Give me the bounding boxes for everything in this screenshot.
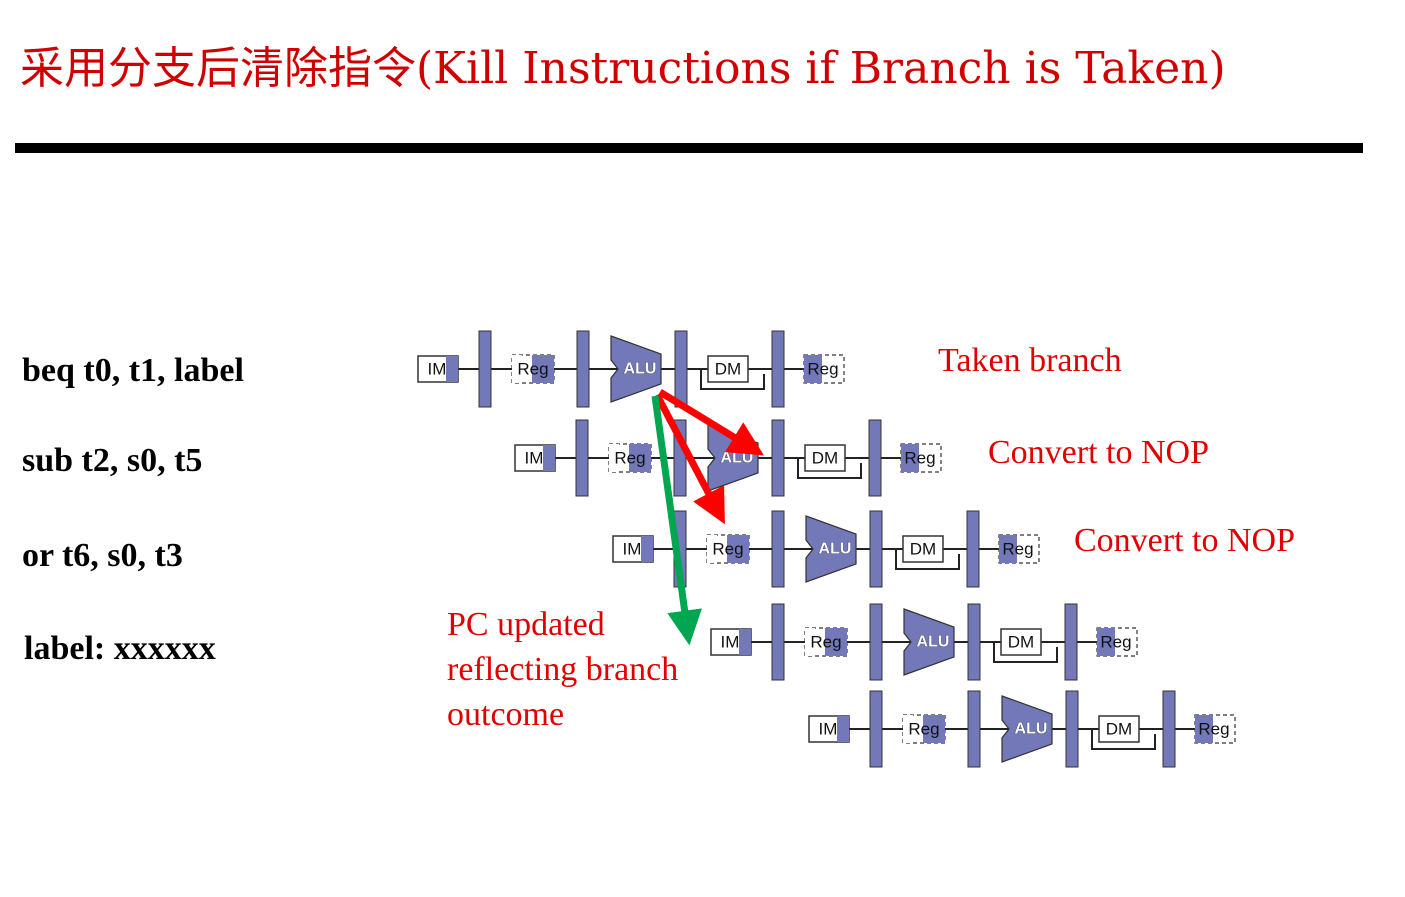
reg-read-left bbox=[609, 444, 619, 472]
reg-write-fill bbox=[1195, 715, 1213, 743]
alu-label: ALU bbox=[721, 450, 754, 467]
instruction-beq: beq t0, t1, label bbox=[22, 352, 244, 389]
alu-shape bbox=[805, 515, 857, 583]
pipeline-register bbox=[771, 603, 785, 681]
dm-box bbox=[1000, 628, 1042, 656]
instruction-or: or t6, s0, t3 bbox=[22, 537, 183, 574]
pipeline-row-4: IM Reg ALU DM Reg bbox=[710, 603, 1138, 681]
pipeline-register bbox=[869, 510, 883, 588]
kill-arrow-sub bbox=[658, 389, 764, 456]
kill-arrow-or bbox=[653, 393, 725, 525]
im-fill bbox=[543, 445, 555, 471]
reg-write-fill bbox=[999, 535, 1017, 563]
reg-write-fill bbox=[804, 355, 822, 383]
reg-write-label: Reg bbox=[904, 449, 935, 468]
pipeline-register bbox=[478, 330, 492, 408]
dm-label: DM bbox=[1106, 720, 1132, 739]
convert-to-nop-note-2: Convert to NOP bbox=[1074, 522, 1295, 559]
pc-updated-line-1: PC updated bbox=[447, 606, 605, 643]
reg-read-label: Reg bbox=[908, 720, 939, 739]
alu-label: ALU bbox=[917, 634, 950, 651]
reg-read-label: Reg bbox=[517, 360, 548, 379]
im-fill bbox=[739, 629, 751, 655]
reg-write-label: Reg bbox=[1002, 540, 1033, 559]
dm-bypass-wire bbox=[1091, 729, 1156, 750]
pipeline-register bbox=[576, 330, 590, 408]
pc-updated-line-3: outcome bbox=[447, 696, 565, 733]
dm-box bbox=[804, 444, 846, 472]
reg-write-label: Reg bbox=[1198, 720, 1229, 739]
dm-bypass-wire bbox=[895, 549, 960, 570]
dm-bypass-wire bbox=[700, 369, 765, 390]
title-divider bbox=[15, 143, 1363, 153]
reg-read-fill bbox=[629, 444, 651, 472]
reg-write-label: Reg bbox=[1100, 633, 1131, 652]
im-fill bbox=[446, 356, 458, 382]
pipeline-register bbox=[869, 690, 883, 768]
slide-title: 采用分支后清除指令(Kill Instructions if Branch is… bbox=[20, 43, 1226, 94]
pc-update-arrow bbox=[651, 395, 702, 646]
instruction-label: label: xxxxxx bbox=[24, 630, 216, 667]
convert-to-nop-note-1: Convert to NOP bbox=[988, 434, 1209, 471]
reg-write-label: Reg bbox=[807, 360, 838, 379]
im-label: IM bbox=[721, 633, 740, 652]
reg-read-left bbox=[707, 535, 717, 563]
pc-updated-line-2: reflecting branch bbox=[447, 651, 679, 688]
im-label: IM bbox=[428, 360, 447, 379]
pipeline-register bbox=[967, 690, 981, 768]
dm-label: DM bbox=[910, 540, 936, 559]
dm-box bbox=[902, 535, 944, 563]
reg-read-label: Reg bbox=[810, 633, 841, 652]
reg-read-fill bbox=[923, 715, 945, 743]
reg-write-fill bbox=[901, 444, 919, 472]
reg-read-left bbox=[805, 628, 815, 656]
pipeline-register bbox=[771, 419, 785, 497]
reg-read-left bbox=[903, 715, 913, 743]
im-label: IM bbox=[623, 540, 642, 559]
alu-shape bbox=[1001, 695, 1053, 763]
reg-read-fill bbox=[532, 355, 554, 383]
reg-read-fill bbox=[825, 628, 847, 656]
dm-label: DM bbox=[812, 449, 838, 468]
pc-updated-note: PC updated reflecting branch outcome bbox=[447, 602, 678, 737]
pipeline-register bbox=[771, 510, 785, 588]
dm-box bbox=[707, 355, 749, 383]
alu-label: ALU bbox=[819, 541, 852, 558]
alu-shape bbox=[903, 608, 955, 676]
alu-label: ALU bbox=[624, 361, 657, 378]
im-fill bbox=[641, 536, 653, 562]
pipeline-register bbox=[1162, 690, 1176, 768]
dm-bypass-wire bbox=[797, 458, 862, 479]
reg-read-left bbox=[512, 355, 522, 383]
pipeline-register bbox=[575, 419, 589, 497]
dm-box bbox=[1098, 715, 1140, 743]
instruction-sub: sub t2, s0, t5 bbox=[22, 442, 203, 479]
taken-branch-note: Taken branch bbox=[938, 342, 1122, 379]
pipeline-register bbox=[868, 419, 882, 497]
pipeline-row-1: IM Reg ALU DM Reg bbox=[417, 330, 845, 408]
alu-label: ALU bbox=[1015, 721, 1048, 738]
pipeline-register bbox=[674, 330, 688, 408]
reg-read-label: Reg bbox=[614, 449, 645, 468]
alu-shape bbox=[610, 335, 662, 403]
dm-bypass-wire bbox=[993, 642, 1058, 663]
im-fill bbox=[837, 716, 849, 742]
dm-label: DM bbox=[715, 360, 741, 379]
pipeline-row-5: IM Reg ALU DM Reg bbox=[808, 690, 1236, 768]
pipeline-register bbox=[771, 330, 785, 408]
pipeline-register bbox=[967, 603, 981, 681]
im-label: IM bbox=[525, 449, 544, 468]
pipeline-register bbox=[1064, 603, 1078, 681]
pipeline-register bbox=[869, 603, 883, 681]
pipeline-register bbox=[1065, 690, 1079, 768]
reg-read-fill bbox=[727, 535, 749, 563]
dm-label: DM bbox=[1008, 633, 1034, 652]
reg-read-label: Reg bbox=[712, 540, 743, 559]
im-label: IM bbox=[819, 720, 838, 739]
reg-write-fill bbox=[1097, 628, 1115, 656]
pipeline-register bbox=[966, 510, 980, 588]
